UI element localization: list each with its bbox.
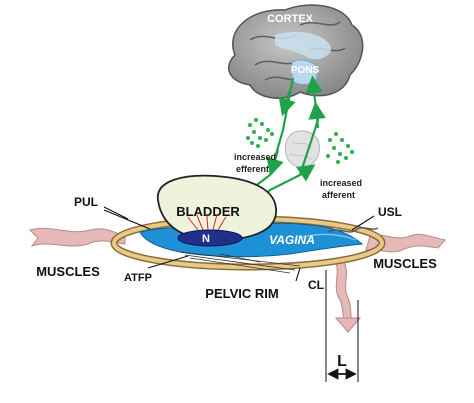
uterosacral-ligament (327, 227, 379, 233)
increased-efferent-label-line1: increased (234, 152, 276, 162)
length-marker (325, 270, 359, 382)
muscle-arrow-right (365, 233, 446, 253)
brain (228, 4, 364, 99)
usl-label: USL (378, 205, 402, 219)
muscle-arrow-left (29, 227, 126, 247)
pons-label: PONS (291, 65, 320, 76)
l-label: L (337, 353, 347, 370)
increased-afferent-label-line2: afferent (322, 190, 355, 200)
stretch-receptor (177, 214, 243, 247)
muscle-arrow-down (334, 261, 362, 333)
atfp-label: ATFP (124, 272, 152, 284)
label-pointers (103, 206, 375, 282)
afferent-dot-cluster (326, 132, 354, 164)
pul-label: PUL (74, 195, 98, 209)
spinal-segment (284, 130, 321, 168)
cortex-label: CORTEX (267, 13, 314, 25)
cl-label: CL (308, 278, 324, 292)
efferent-dot-cluster (246, 118, 274, 148)
vagina-label: VAGINA (269, 233, 315, 247)
increased-afferent-label-line1: increased (320, 178, 362, 188)
cardinal-ligament (179, 251, 301, 274)
muscles-left-label: MUSCLES (36, 264, 100, 279)
muscles-right-label: MUSCLES (373, 256, 437, 271)
pelvic-rim-label: PELVIC RIM (205, 286, 278, 301)
n-label: N (202, 233, 210, 245)
bladder-label: BLADDER (176, 204, 240, 219)
increased-efferent-label-line2: efferent (236, 164, 269, 174)
